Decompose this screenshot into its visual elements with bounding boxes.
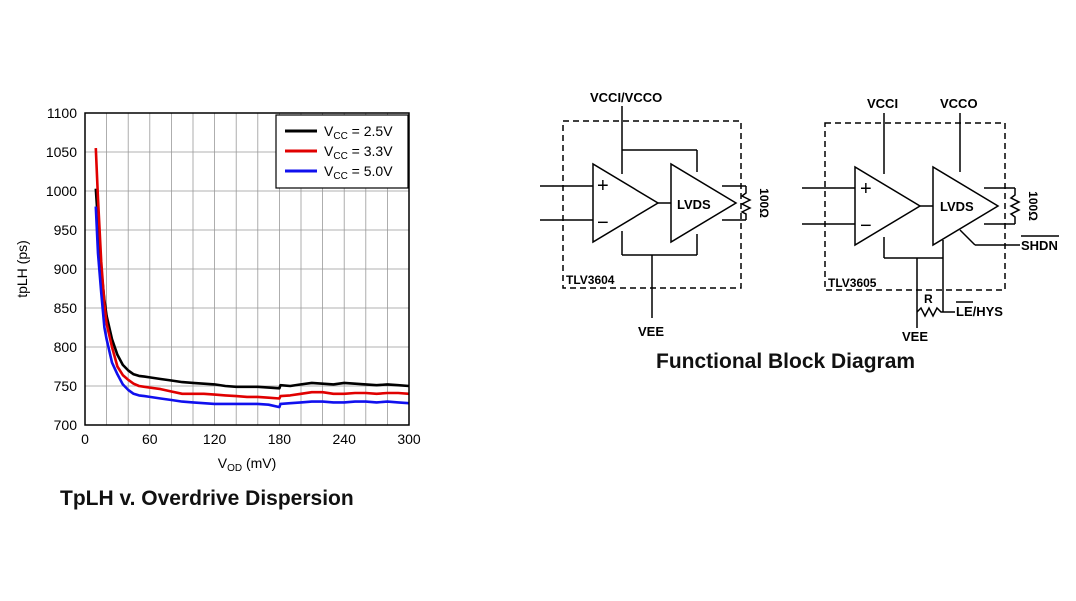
tlv3605-termination-resistor (1009, 188, 1021, 224)
x-tick-label: 0 (81, 431, 89, 447)
legend-entry-3v3-prefix: V (324, 143, 334, 159)
series-line-vcc-5v0 (94, 206, 410, 409)
tlv3604-plus-sign: + (597, 175, 609, 197)
x-tick-label: 60 (142, 431, 158, 447)
legend-entry-3v3: VCC = 3.3V (324, 143, 393, 162)
tlv3605-vcci-label: VCCI (867, 96, 898, 111)
tlv3605-vcco-label: VCCO (940, 96, 978, 111)
diagram-caption: Functional Block Diagram (656, 350, 916, 373)
tlv3605-resistor-label: 100Ω (1026, 191, 1040, 221)
tlv3604-minus-sign: − (597, 212, 609, 234)
legend-entry-2v5-prefix: V (324, 123, 334, 139)
y-tick-label: 800 (54, 339, 78, 355)
y-tick-label: 1050 (46, 144, 77, 160)
legend-entry-2v5-suffix: = 2.5V (348, 123, 393, 139)
y-tick-label: 950 (54, 222, 78, 238)
legend-entry-5v0-suffix: = 5.0V (348, 163, 393, 179)
y-tick-label: 750 (54, 378, 78, 394)
tlv3604-part-label: TLV3604 (566, 273, 615, 287)
tlv3604-termination-resistor (740, 186, 752, 220)
tlv3604-comparator (592, 162, 660, 244)
tlv3604-lvds-driver (670, 162, 738, 244)
legend-entry-5v0-prefix: V (324, 163, 334, 179)
tlv3604-supply-label: VCCI/VCCO (590, 90, 662, 105)
chart-ticks: 700 750 800 850 900 950 1000 1050 1100 0 60 120 180 2… (46, 105, 421, 447)
x-axis-label-main: V (218, 455, 228, 471)
legend-entry-2v5: VCC = 2.5V (324, 123, 393, 142)
tlv3605-comparator (854, 165, 922, 247)
y-tick-label: 1100 (47, 105, 77, 121)
y-tick-label: 850 (54, 300, 78, 316)
chart-caption: TpLH v. Overdrive Dispersion (60, 487, 354, 510)
tlv3605-lvds-driver (932, 165, 1000, 247)
legend-entry-3v3-suffix: = 3.3V (348, 143, 393, 159)
tlv3605-diagram: VCCI VCCO + − LVDS 100Ω SHDN R LE/HYS VE… (802, 96, 1059, 344)
tlv3605-package-outline (824, 122, 1006, 291)
y-axis-label: tpLH (ps) (14, 240, 30, 298)
chart-series (94, 148, 410, 409)
chart-legend: VCC = 2.5V VCC = 3.3V VCC = 5.0V (275, 114, 409, 189)
legend-entry-5v0-sub: CC (333, 171, 347, 182)
tlv3605-ground-label: VEE (902, 329, 928, 344)
x-tick-label: 120 (203, 431, 227, 447)
tlv3605-part-label: TLV3605 (828, 276, 877, 290)
legend-entry-2v5-sub: CC (333, 131, 347, 142)
tlv3605-le-hys-label: LE/HYS (956, 304, 1003, 319)
x-axis-label: VOD (mV) (218, 455, 277, 474)
tlv3604-ground-label: VEE (638, 324, 664, 339)
tlv3605-shdn-label: SHDN (1021, 238, 1058, 253)
overdrive-chart: 700 750 800 850 900 950 1000 1050 1100 0 60 120 180 2… (14, 105, 421, 474)
tlv3605-hysteresis-resistor (916, 306, 943, 318)
tlv3604-lvds-label: LVDS (677, 197, 711, 212)
y-tick-label: 700 (54, 417, 78, 433)
x-tick-label: 300 (397, 431, 421, 447)
tlv3605-r-label: R (924, 292, 933, 306)
x-axis-label-sub: OD (227, 463, 242, 474)
legend-entry-3v3-sub: CC (333, 151, 347, 162)
legend-entry-5v0: VCC = 5.0V (324, 163, 393, 182)
series-line-vcc-3v3 (94, 148, 410, 400)
y-tick-label: 1000 (46, 183, 77, 199)
tlv3605-lvds-label: LVDS (940, 199, 974, 214)
tlv3605-plus-sign: + (860, 178, 872, 200)
plot-frame (84, 112, 410, 426)
x-axis-label-tail: (mV) (242, 455, 276, 471)
tlv3604-diagram: VCCI/VCCO + − LVDS 100Ω VEE TLV3604 (540, 90, 771, 339)
y-tick-label: 900 (54, 261, 78, 277)
tlv3604-resistor-label: 100Ω (757, 188, 771, 218)
tlv3605-shdn-diag-wire (959, 229, 976, 246)
x-tick-label: 180 (268, 431, 292, 447)
series-line-vcc-2v5 (94, 188, 410, 390)
x-tick-label: 240 (333, 431, 357, 447)
tlv3605-minus-sign: − (860, 215, 872, 237)
